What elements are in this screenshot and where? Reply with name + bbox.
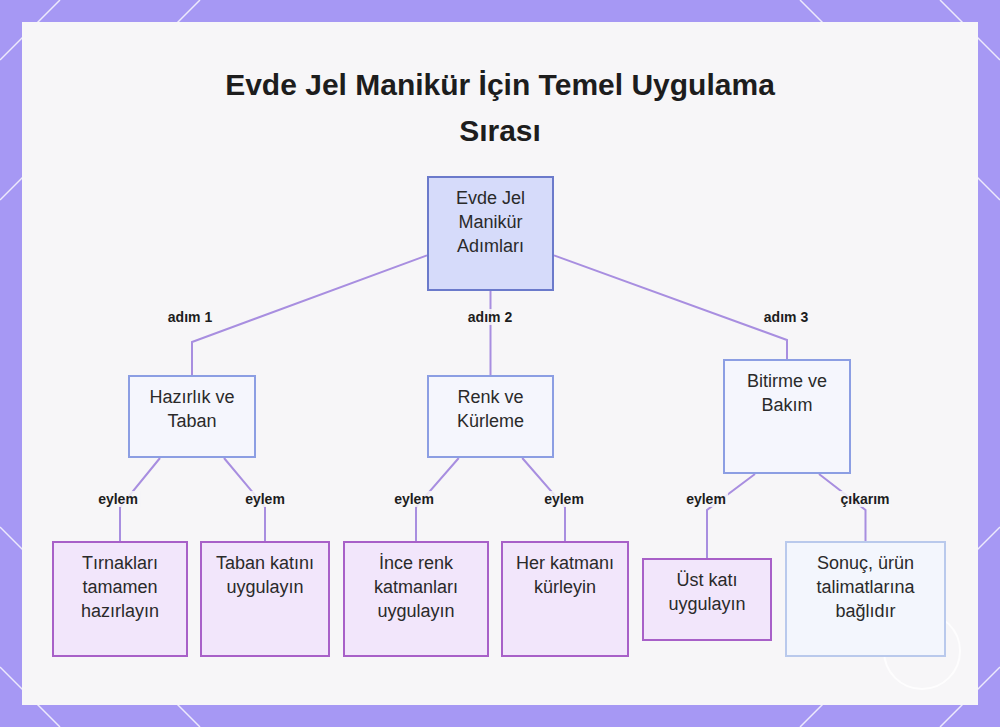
connector-line	[819, 474, 866, 541]
action-box: İnce renk katmanları uygulayın	[343, 541, 489, 657]
node-text: Taban katını uygulayın	[212, 551, 318, 599]
node-text: Bitirme ve Bakım	[735, 369, 839, 417]
node-text: Sonuç, ürün talimatlarına bağlıdır	[797, 551, 934, 623]
edge-label: eylem	[542, 491, 586, 507]
edge-label: eylem	[684, 491, 728, 507]
connector-line	[707, 474, 755, 558]
edge-label: adım 3	[762, 309, 810, 325]
edge-label: çıkarım	[838, 491, 891, 507]
step-box: Bitirme ve Bakım	[723, 359, 851, 474]
node-text: Üst katı uygulayın	[654, 568, 760, 616]
edge-label: eylem	[392, 491, 436, 507]
action-box: Her katmanı kürleyin	[501, 541, 629, 657]
node-text: Hazırlık ve Taban	[140, 385, 244, 433]
root-box: Evde Jel Manikür Adımları	[427, 176, 554, 291]
action-box: Taban katını uygulayın	[200, 541, 330, 657]
edge-label: adım 1	[166, 309, 214, 325]
action-box: Tırnakları tamamen hazırlayın	[52, 541, 188, 657]
connector-line	[490, 291, 492, 375]
step-box: Hazırlık ve Taban	[128, 375, 256, 458]
node-text: İnce renk katmanları uygulayın	[355, 551, 477, 623]
edge-label: adım 2	[466, 309, 514, 325]
result-box: Sonuç, ürün talimatlarına bağlıdır	[785, 541, 946, 657]
diagram-title: Evde Jel Manikür İçin Temel Uygulama Sır…	[190, 62, 810, 154]
action-box: Üst katı uygulayın	[642, 558, 772, 641]
node-text: Renk ve Kürleme	[439, 385, 542, 433]
node-text: Evde Jel Manikür Adımları	[439, 186, 542, 258]
node-text: Tırnakları tamamen hazırlayın	[64, 551, 176, 623]
node-text: Her katmanı kürleyin	[513, 551, 617, 599]
connector-line	[192, 255, 427, 375]
edge-label: eylem	[243, 491, 287, 507]
edge-label: eylem	[96, 491, 140, 507]
connector-line	[554, 255, 787, 359]
step-box: Renk ve Kürleme	[427, 375, 554, 458]
